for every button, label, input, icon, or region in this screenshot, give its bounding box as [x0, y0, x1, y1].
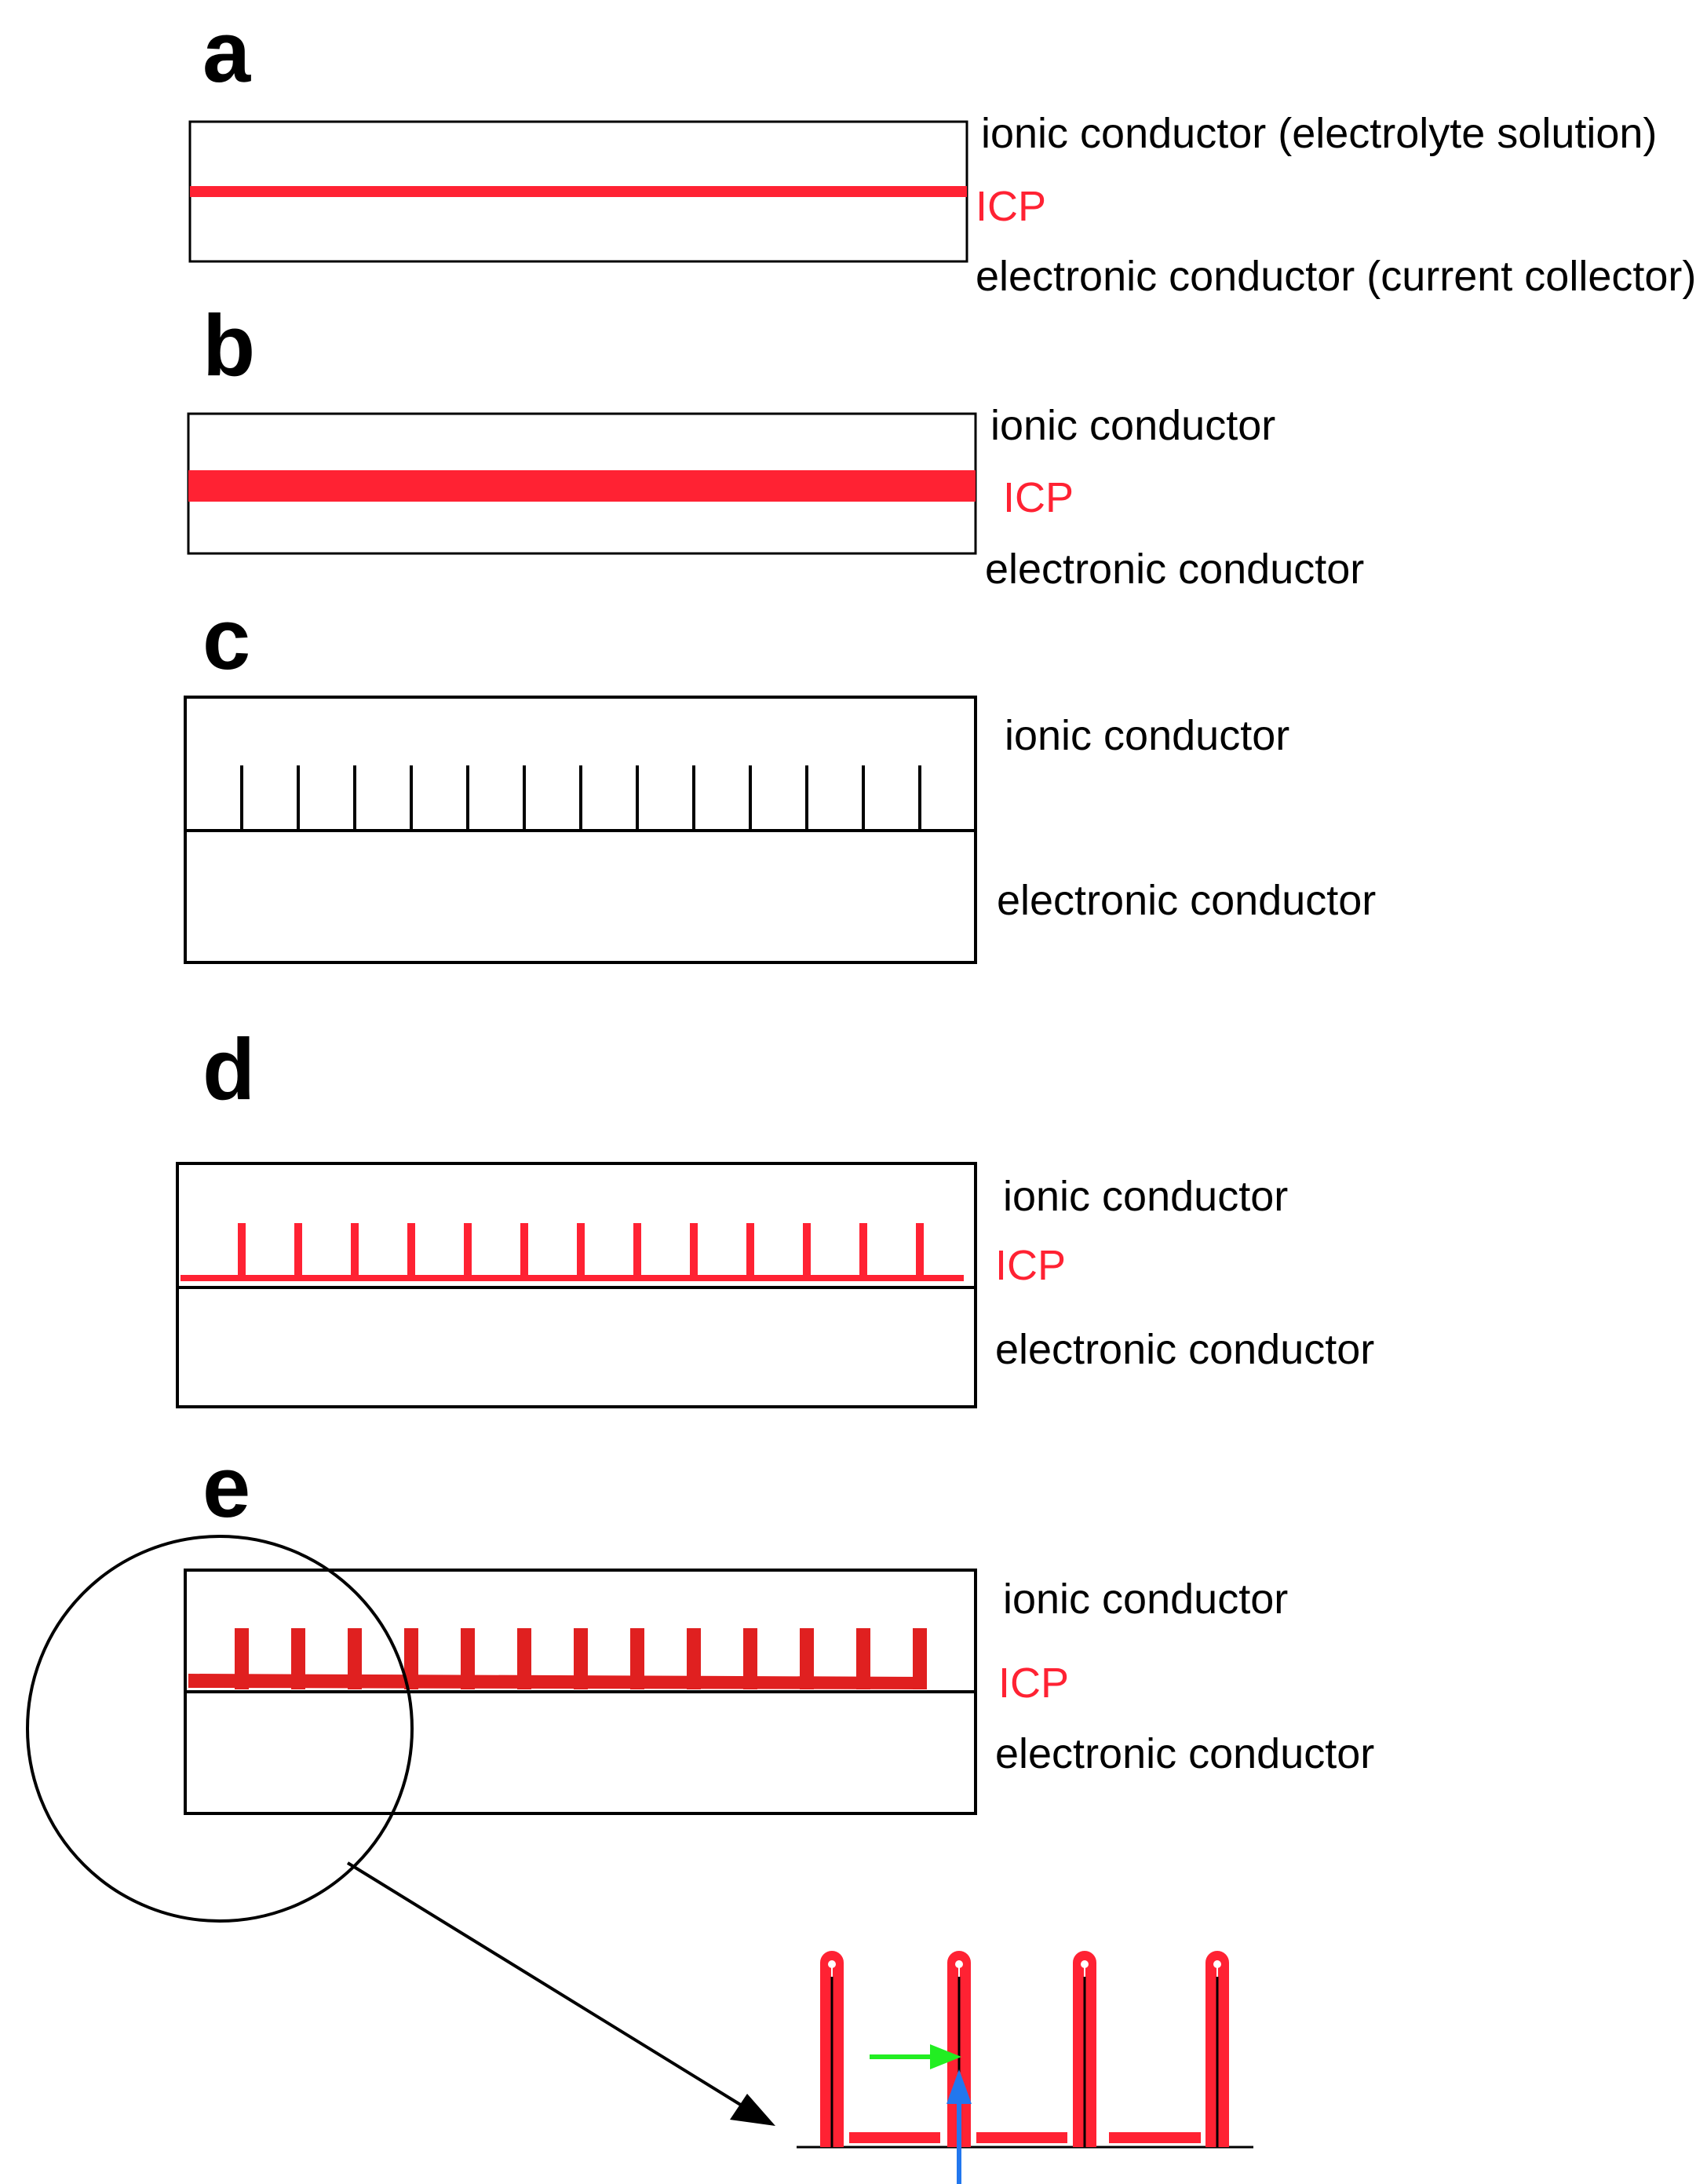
inset-fiber-tip — [828, 1960, 836, 1968]
inset-fiber-tip — [955, 1960, 963, 1968]
panel-e-icp-spike — [235, 1628, 249, 1689]
panel-e-icp-spike — [687, 1628, 701, 1689]
panel-d-icp-spike — [520, 1223, 528, 1281]
panel-d-top-label: ionic conductor — [1003, 1173, 1288, 1220]
zoom-arrow-head — [730, 2094, 775, 2126]
panel-e-icp-spike — [743, 1628, 757, 1689]
panel-d-icp-spike — [690, 1223, 698, 1281]
inset-icp-base-segment — [976, 2132, 1067, 2143]
panel-e-icp-spike — [461, 1628, 475, 1689]
panel-d-icp-spike — [633, 1223, 641, 1281]
panel-letter-b: b — [202, 298, 255, 394]
panel-d-box — [177, 1163, 976, 1407]
panel-c-bottom-label: electronic conductor — [997, 877, 1376, 924]
panel-b-top-label: ionic conductor — [990, 402, 1275, 449]
zoom-inset — [797, 1956, 1253, 2184]
panel-d: d ionic conductor ICP electronic conduct… — [177, 1021, 1374, 1407]
panel-a-icp-label: ICP — [976, 183, 1046, 230]
panel-e-icp-spike — [800, 1628, 814, 1689]
panel-e-icp-spike — [348, 1628, 362, 1689]
panel-c-top-label: ionic conductor — [1005, 712, 1289, 759]
panel-a-top-label: ionic conductor (electrolyte solution) — [981, 110, 1657, 157]
panel-d-icp-spike — [916, 1223, 924, 1281]
panel-d-icp-spike — [746, 1223, 754, 1281]
panel-a-bottom-label: electronic conductor (current collector) — [976, 253, 1696, 300]
inset-icp-base-segment — [1109, 2132, 1201, 2143]
panel-c: c ionic conductor electronic conductor — [185, 591, 1376, 962]
panel-e-icp-spike — [630, 1628, 644, 1689]
panel-d-icp-spike — [464, 1223, 472, 1281]
panel-e-icp-spike — [291, 1628, 305, 1689]
inset-icp-fibers — [826, 1956, 1224, 2147]
zoom-arrow-line — [348, 1863, 746, 2108]
panel-c-spikes — [242, 765, 920, 831]
inset-icp-base-segments — [849, 2132, 1201, 2143]
panel-d-icp-label: ICP — [995, 1242, 1066, 1289]
panel-e-icp-spike — [913, 1628, 927, 1689]
panel-e-icp-spike — [574, 1628, 588, 1689]
panel-a-icp-layer — [190, 186, 967, 197]
inset-fiber-tip — [1213, 1960, 1221, 1968]
inset-fiber-tip — [1081, 1960, 1089, 1968]
panel-letter-e: e — [202, 1439, 250, 1536]
panel-b-icp-layer — [188, 470, 976, 502]
magnifier-circle — [27, 1536, 412, 1921]
panel-d-icp-spike — [351, 1223, 359, 1281]
panel-d-icp-spikes — [238, 1223, 924, 1281]
panel-d-icp-spike — [803, 1223, 811, 1281]
panel-e-icp-spike — [517, 1628, 531, 1689]
panel-e-icp-spike — [856, 1628, 870, 1689]
panel-b-bottom-label: electronic conductor — [985, 546, 1364, 593]
panel-letter-d: d — [202, 1021, 255, 1118]
panel-a: a ionic conductor (electrolyte solution)… — [190, 4, 1696, 300]
panel-d-icp-spike — [407, 1223, 415, 1281]
panel-e-top-label: ionic conductor — [1003, 1576, 1288, 1623]
panel-d-bottom-label: electronic conductor — [995, 1326, 1374, 1373]
panel-d-icp-spike — [294, 1223, 302, 1281]
panel-d-icp-spike — [577, 1223, 585, 1281]
panel-d-icp-spike — [859, 1223, 867, 1281]
panel-e: e ionic conductor ICP electronic conduct… — [27, 1439, 1374, 2126]
panel-letter-a: a — [202, 4, 251, 100]
panel-d-icp-spike — [238, 1223, 246, 1281]
panel-b: b ionic conductor ICP electronic conduct… — [188, 298, 1364, 593]
panel-letter-c: c — [202, 591, 250, 688]
panel-b-icp-label: ICP — [1003, 474, 1074, 521]
panel-e-bottom-label: electronic conductor — [995, 1730, 1374, 1777]
panel-e-icp-label: ICP — [998, 1660, 1069, 1707]
inset-icp-base-segment — [849, 2132, 940, 2143]
